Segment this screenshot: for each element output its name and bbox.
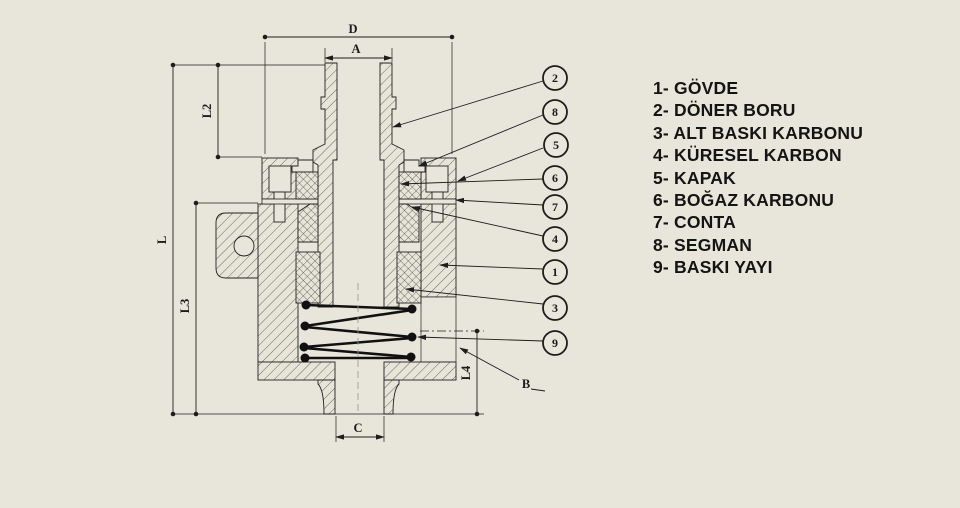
dimension-label-C: C	[353, 421, 362, 435]
part-govde-body	[215, 203, 457, 415]
callout-balloon-6: 6	[542, 165, 568, 191]
spring-coil-end	[300, 321, 310, 331]
part-doner-boru-pipe	[312, 62, 405, 308]
dimension-label-L3: L3	[178, 299, 192, 314]
conta-right	[398, 198, 457, 205]
callout-leaders	[392, 80, 544, 342]
technical-drawing-svg: D A L2 L L3 L4 C B 2 8	[155, 22, 569, 442]
dimensions	[170, 34, 546, 442]
cover-bolt-stem-left	[273, 191, 286, 223]
part-conta-gasket	[261, 198, 457, 205]
body-recess-right	[420, 296, 457, 363]
spring-coil-end	[300, 353, 310, 363]
conta-left	[261, 198, 319, 205]
callout-number: 1	[552, 265, 558, 279]
callout-balloon-5: 5	[543, 132, 569, 158]
cover-bolt-head-left	[268, 165, 292, 193]
parts-list-item-6: 6- BOĞAZ KARBONU	[653, 190, 835, 211]
callout-number: 6	[552, 171, 558, 185]
dimension-L3	[193, 200, 258, 417]
parts-list-item-2: 2- DÖNER BORU	[653, 100, 796, 121]
parts-list-item-1: 1- GÖVDE	[653, 78, 739, 98]
spring-coil-end	[299, 342, 309, 352]
callout-number: 3	[552, 301, 558, 315]
bogaz-karbonu-right	[398, 171, 422, 200]
leader-7	[455, 197, 544, 206]
callout-balloon-3: 3	[542, 295, 568, 321]
alt-baski-karbonu-left	[295, 251, 321, 304]
cover-bolt-stem-right	[431, 191, 444, 223]
parts-list-item-3: 3- ALT BASKI KARBONU	[653, 122, 864, 143]
dimension-B-leader	[459, 347, 546, 392]
dimension-label-L2: L2	[200, 104, 214, 119]
spring-coil	[303, 308, 414, 328]
leader-1	[439, 262, 544, 270]
spring-coil-end	[406, 352, 416, 362]
dimension-label-D: D	[348, 22, 357, 36]
leader-9	[417, 334, 544, 342]
body-bottom-band-right	[383, 361, 457, 381]
dimension-D	[262, 34, 455, 154]
spring-coil-end	[407, 332, 417, 342]
dimension-C	[335, 416, 385, 442]
callout-number: 8	[552, 105, 558, 119]
bogaz-karbonu-left	[295, 171, 319, 200]
leader-4	[411, 206, 544, 237]
callout-number: 9	[552, 336, 558, 350]
dimension-L	[170, 62, 176, 417]
leader-8	[418, 114, 544, 167]
body-upper-left	[257, 203, 299, 363]
leader-6	[400, 178, 544, 187]
dimension-A	[324, 48, 393, 62]
parts-list-item-7: 7- CONTA	[653, 212, 736, 233]
callout-balloon-4: 4	[542, 226, 568, 252]
cover-bolt-head-right	[425, 165, 449, 193]
body-stem-wall-right	[383, 379, 400, 415]
kuresel-karbon-left	[297, 203, 319, 243]
dimension-label-A: A	[351, 42, 360, 56]
callout-number: 2	[552, 71, 558, 85]
dimension-label-L4: L4	[459, 365, 473, 380]
dimension-L2	[215, 62, 262, 160]
leader-2	[392, 80, 544, 128]
leader-3	[405, 287, 544, 305]
callout-number: 7	[552, 200, 558, 214]
kuresel-karbon-right	[398, 203, 420, 243]
callout-number: 5	[553, 138, 559, 152]
dimension-label-B: B	[522, 377, 530, 391]
dimension-L4	[420, 328, 484, 417]
body-bottom-band-left	[257, 361, 336, 381]
callout-balloon-2: 2	[542, 65, 568, 91]
body-stem-wall-left	[317, 379, 336, 415]
spring-coil-end	[407, 304, 417, 314]
flange-hole	[233, 235, 255, 257]
alt-baski-karbonu-right	[396, 251, 422, 304]
carbon-parts	[295, 171, 422, 304]
spring-coil-end	[301, 300, 311, 310]
spring-coil	[303, 325, 414, 339]
parts-list-item-5: 5- KAPAK	[653, 167, 736, 188]
parts-list-item-4: 4- KÜRESEL KARBON	[653, 145, 842, 166]
callout-balloon-7: 7	[542, 194, 568, 220]
parts-list-item-8: 8- SEGMAN	[653, 234, 753, 255]
callout-balloon-1: 1	[542, 259, 568, 285]
spring-coil	[302, 346, 413, 359]
leader-5	[457, 147, 544, 182]
callout-balloon-9: 9	[542, 330, 568, 356]
callout-balloons: 2 8 5 6 7 4 1	[542, 65, 569, 356]
callout-balloon-8: 8	[542, 99, 568, 125]
parts-list-item-9: 9- BASKI YAYI	[653, 257, 773, 278]
part-segman	[291, 159, 426, 173]
callout-number: 4	[552, 232, 558, 246]
dimension-label-L: L	[155, 236, 169, 244]
spring-coil	[304, 303, 414, 311]
parts-list: 1- GÖVDE 2- DÖNER BORU 3- ALT BASKI KARB…	[653, 77, 953, 279]
